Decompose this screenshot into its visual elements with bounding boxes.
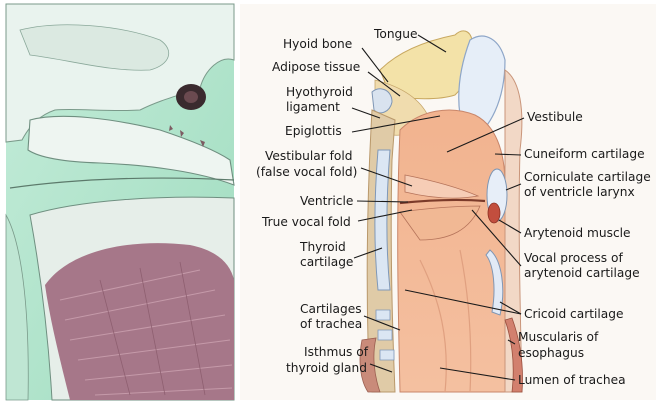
label-text: ligament (286, 100, 340, 114)
label-text: Hyothyroid (286, 85, 353, 99)
label-text: Ventricle (300, 194, 353, 208)
label-text: cartilage (300, 255, 353, 269)
label-text: (false vocal fold) (256, 165, 357, 179)
label-text: esophagus (518, 346, 584, 360)
label-text: of trachea (300, 317, 362, 331)
label-text: Epiglottis (285, 124, 342, 138)
label-text: thyroid gland (286, 361, 367, 375)
label-text: Corniculate cartilage (524, 170, 651, 184)
label-text: Vocal process of (524, 251, 623, 265)
vocalis-muscle (45, 243, 234, 400)
label-text: True vocal fold (261, 215, 351, 229)
label-text: Vestibule (527, 110, 583, 124)
label-text: Arytenoid muscle (524, 226, 631, 240)
label-text: Tongue (373, 27, 418, 41)
label-text: Cricoid cartilage (524, 307, 624, 321)
label-text: Isthmus of (304, 345, 369, 359)
label-text: Adipose tissue (272, 60, 360, 74)
label-text: Muscularis of (518, 330, 599, 344)
label-text: Cartilages (300, 302, 362, 316)
label-text: arytenoid cartilage (524, 266, 640, 280)
label-text: Lumen of trachea (518, 373, 626, 387)
arytenoid-shape (488, 203, 500, 223)
diagram-panel: Tongue Hyoid bone Adipose tissue Hyothyr… (240, 4, 656, 400)
label-text: of ventricle larynx (524, 185, 635, 199)
micrograph-panel (6, 4, 234, 400)
label-corniculate-cartilage: Corniculate cartilage of ventricle laryn… (506, 170, 651, 199)
gland-spot-inner (184, 91, 198, 103)
label-text: Cuneiform cartilage (524, 147, 645, 161)
label-text: Thyroid (299, 240, 346, 254)
label-text: Hyoid bone (283, 37, 352, 51)
hyoid-shape (372, 89, 392, 113)
label-text: Vestibular fold (265, 149, 352, 163)
